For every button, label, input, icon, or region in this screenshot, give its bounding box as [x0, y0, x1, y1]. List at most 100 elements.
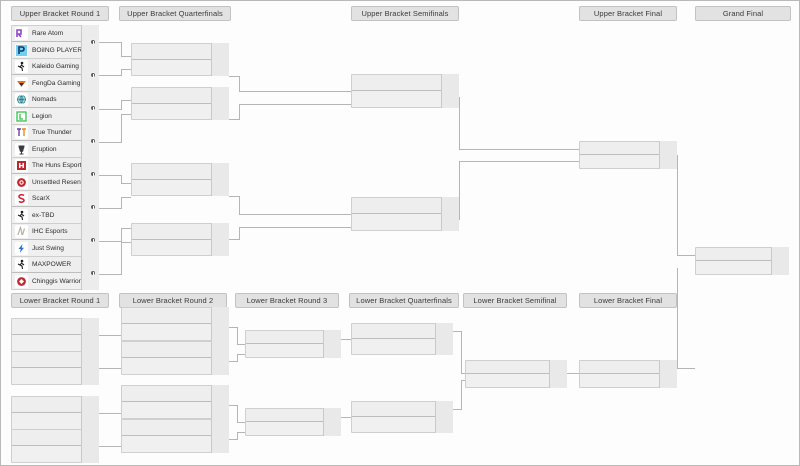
round-header-lower-semifinal[interactable]: Lower Bracket Semifinal	[463, 293, 567, 308]
match-upper-r1-4[interactable]: True Thunder Eruption	[11, 124, 99, 158]
match-slot-top[interactable]: MAXPOWER	[12, 256, 99, 273]
match-slot-bottom[interactable]: FengDa Gaming	[12, 74, 99, 92]
match-info-icon[interactable]	[90, 171, 96, 177]
match-lower-r3-2[interactable]	[245, 408, 341, 436]
match-slot-top[interactable]: ScarX	[12, 190, 99, 207]
match-upper-r1-2[interactable]: Kaleido Gaming FengDa Gaming	[11, 58, 99, 92]
match-slot-top[interactable]	[246, 330, 341, 344]
match-slot-bottom[interactable]	[352, 90, 459, 108]
match-lower-r1-1[interactable]	[11, 318, 99, 352]
round-header-grand-final[interactable]: Grand Final	[695, 6, 791, 21]
match-upper-sf-2[interactable]	[351, 197, 459, 231]
round-header-lower-final[interactable]: Lower Bracket Final	[579, 293, 677, 308]
match-upper-qf-1[interactable]	[131, 43, 229, 76]
match-slot-top[interactable]: The Huns Esports	[12, 157, 99, 174]
match-upper-final[interactable]	[579, 141, 677, 169]
match-upper-r1-3[interactable]: Nomads Legion	[11, 91, 99, 125]
match-slot-bottom[interactable]: ex-TBD	[12, 206, 99, 224]
match-info-icon[interactable]	[90, 138, 96, 144]
round-header-upper-final[interactable]: Upper Bracket Final	[579, 6, 677, 21]
match-upper-qf-2[interactable]	[131, 87, 229, 120]
match-slot-top[interactable]	[132, 163, 229, 180]
match-lower-r1-4[interactable]	[11, 429, 99, 463]
match-slot-top[interactable]	[12, 318, 99, 335]
match-slot-top[interactable]	[352, 401, 453, 417]
match-slot-bottom[interactable]	[132, 102, 229, 120]
match-lower-qf-1[interactable]	[351, 323, 453, 355]
match-upper-qf-3[interactable]	[131, 163, 229, 196]
match-slot-top[interactable]	[122, 419, 229, 436]
match-lower-r2-1[interactable]	[121, 307, 229, 341]
match-slot-bottom[interactable]: BOiING PLAYER	[12, 41, 99, 59]
match-slot-top[interactable]	[246, 408, 341, 422]
match-slot-bottom[interactable]	[696, 260, 789, 275]
match-slot-top[interactable]	[12, 396, 99, 413]
match-lower-qf-2[interactable]	[351, 401, 453, 433]
match-lower-r1-2[interactable]	[11, 351, 99, 385]
match-slot-bottom[interactable]	[246, 421, 341, 436]
match-slot-top[interactable]	[696, 247, 789, 261]
match-lower-r2-3[interactable]	[121, 385, 229, 419]
match-lower-r3-1[interactable]	[245, 330, 341, 358]
match-slot-top[interactable]	[352, 197, 459, 214]
match-slot-top[interactable]	[132, 43, 229, 60]
match-slot-bottom[interactable]	[12, 445, 99, 463]
match-slot-bottom[interactable]	[580, 373, 677, 388]
match-slot-bottom[interactable]	[12, 367, 99, 385]
match-slot-bottom[interactable]	[122, 357, 229, 375]
round-header-lower-quarterfinals[interactable]: Lower Bracket Quarterfinals	[349, 293, 459, 308]
match-slot-top[interactable]	[12, 351, 99, 368]
match-slot-top[interactable]	[12, 429, 99, 446]
match-slot-bottom[interactable]	[466, 373, 567, 388]
match-slot-bottom[interactable]	[352, 213, 459, 231]
match-lower-semifinal[interactable]	[465, 360, 567, 388]
round-header-upper-semifinals[interactable]: Upper Bracket Semifinals	[351, 6, 459, 21]
match-slot-bottom[interactable]	[12, 334, 99, 352]
match-slot-bottom[interactable]	[122, 435, 229, 453]
match-lower-r2-2[interactable]	[121, 341, 229, 375]
match-slot-bottom[interactable]	[12, 412, 99, 430]
match-slot-bottom[interactable]	[132, 178, 229, 196]
match-slot-top[interactable]	[132, 87, 229, 104]
match-slot-bottom[interactable]: Chinggis Warriors	[12, 272, 99, 290]
match-slot-bottom[interactable]: Legion	[12, 107, 99, 125]
round-header-upper-quarterfinals[interactable]: Upper Bracket Quarterfinals	[119, 6, 231, 21]
match-slot-top[interactable]	[580, 360, 677, 374]
match-slot-top[interactable]	[122, 307, 229, 324]
match-slot-top[interactable]	[122, 385, 229, 402]
round-header-lower-round-3[interactable]: Lower Bracket Round 3	[235, 293, 339, 308]
match-lower-final[interactable]	[579, 360, 677, 388]
match-slot-bottom[interactable]: Eruption	[12, 140, 99, 158]
match-slot-bottom[interactable]	[580, 154, 677, 169]
match-info-icon[interactable]	[90, 105, 96, 111]
match-upper-sf-1[interactable]	[351, 74, 459, 108]
match-slot-bottom[interactable]	[122, 401, 229, 419]
match-slot-bottom[interactable]: Just Swing	[12, 239, 99, 257]
match-lower-r2-4[interactable]	[121, 419, 229, 453]
match-slot-top[interactable]	[352, 323, 453, 339]
match-info-icon[interactable]	[90, 270, 96, 276]
match-upper-r1-7[interactable]: IHC Esports Just Swing	[11, 223, 99, 257]
match-info-icon[interactable]	[90, 204, 96, 210]
match-upper-r1-5[interactable]: The Huns Esports Unsettled Resentment	[11, 157, 99, 191]
match-slot-top[interactable]: Nomads	[12, 91, 99, 108]
match-slot-top[interactable]: Rare Atom	[12, 25, 99, 42]
match-info-icon[interactable]	[90, 237, 96, 243]
match-slot-bottom[interactable]	[352, 416, 453, 433]
match-slot-top[interactable]	[352, 74, 459, 91]
round-header-lower-round-2[interactable]: Lower Bracket Round 2	[119, 293, 227, 308]
match-info-icon[interactable]	[90, 39, 96, 45]
match-slot-top[interactable]	[580, 141, 677, 155]
match-slot-top[interactable]	[122, 341, 229, 358]
match-slot-top[interactable]	[132, 223, 229, 240]
match-slot-bottom[interactable]	[246, 343, 341, 358]
match-slot-top[interactable]: True Thunder	[12, 124, 99, 141]
match-slot-top[interactable]	[466, 360, 567, 374]
match-upper-r1-6[interactable]: ScarX ex-TBD	[11, 190, 99, 224]
match-slot-bottom[interactable]	[132, 58, 229, 76]
match-slot-top[interactable]: Kaleido Gaming	[12, 58, 99, 75]
match-slot-bottom[interactable]	[352, 338, 453, 355]
match-slot-top[interactable]: IHC Esports	[12, 223, 99, 240]
match-slot-bottom[interactable]	[132, 238, 229, 256]
match-upper-r1-8[interactable]: MAXPOWER Chinggis Warriors	[11, 256, 99, 290]
